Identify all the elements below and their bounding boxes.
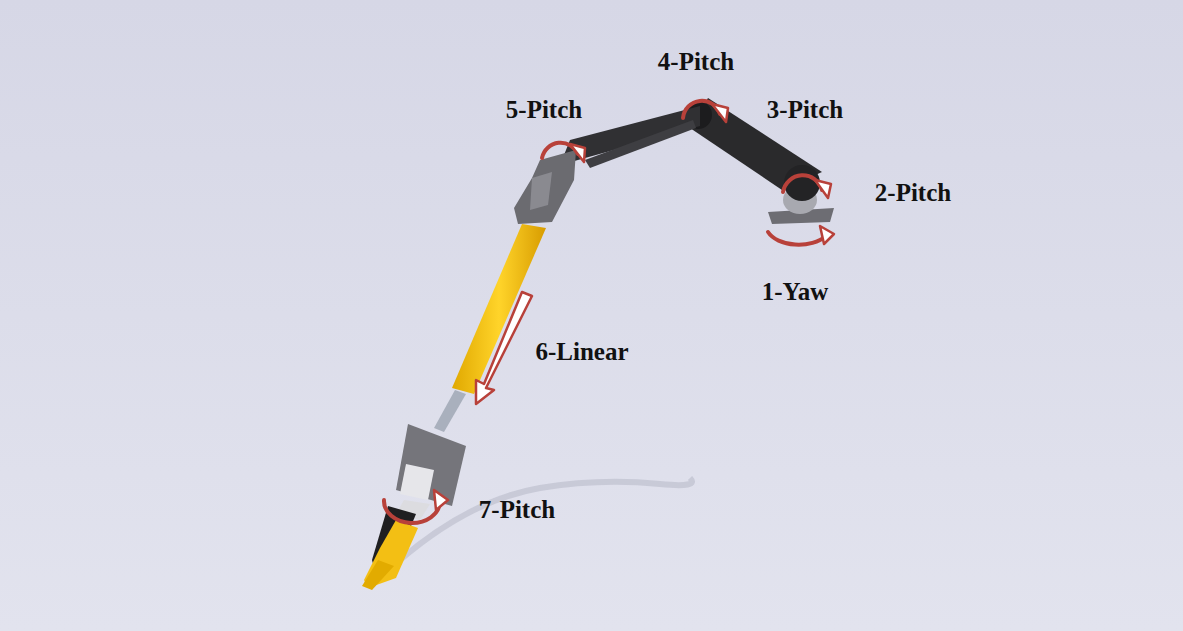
joint-label: 7-Pitch	[479, 496, 555, 524]
joint-label: 3-Pitch	[767, 96, 843, 124]
joint-label: 6-Linear	[535, 338, 628, 366]
joint-label: 4-Pitch	[658, 48, 734, 76]
joint-label: 5-Pitch	[506, 96, 582, 124]
joint-label: 2-Pitch	[875, 179, 951, 207]
joint-label: 1-Yaw	[762, 278, 829, 306]
